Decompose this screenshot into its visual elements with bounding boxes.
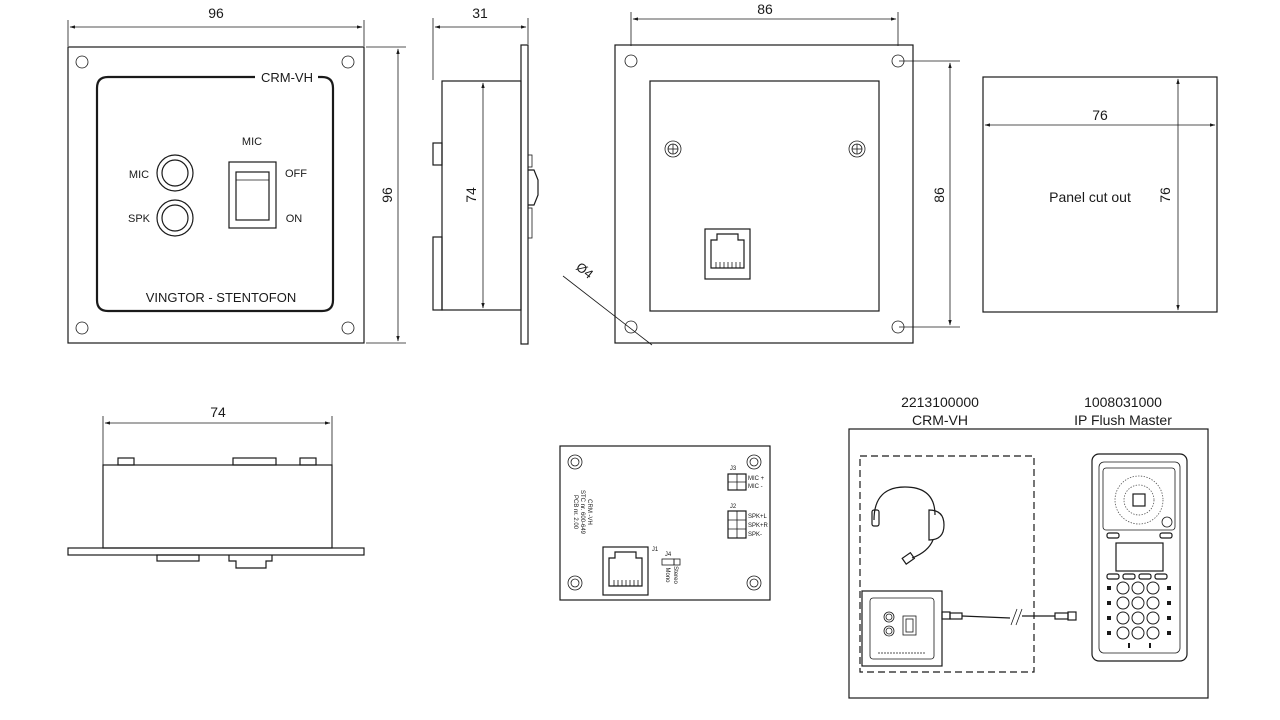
hole-dia-label: Ø4 — [573, 259, 596, 281]
mic-jack — [156, 154, 194, 192]
side-view: 31 74 — [432, 5, 539, 345]
side-body-dim: 74 — [463, 187, 479, 203]
j3-label: J3 — [730, 466, 737, 472]
front-model-label: CRM-VH — [261, 70, 313, 85]
pcb-rj-connector-icon — [602, 546, 649, 596]
switch-off-label: OFF — [285, 168, 307, 180]
side-body — [441, 80, 522, 311]
mic-switch — [228, 161, 277, 229]
j2-pin: SPK+R — [748, 523, 769, 529]
front-inner-panel — [95, 75, 335, 313]
side-switch-rocker — [528, 169, 539, 206]
mounting-hole — [624, 320, 638, 334]
panel-cutout: 76 76 Panel cut out — [982, 76, 1218, 313]
screw-icon — [664, 140, 682, 158]
pcb-board-text: PCB nr. 2.00 — [572, 495, 578, 530]
front-width-dim: 96 — [208, 5, 224, 21]
standoff-icon — [567, 575, 583, 591]
cutout-width-dim: 76 — [1092, 107, 1108, 123]
rear-cover — [649, 80, 880, 312]
headset-icon — [871, 486, 945, 565]
standoff-icon — [746, 454, 762, 470]
bottom-width-dim: 74 — [210, 404, 226, 420]
standoff-icon — [746, 575, 762, 591]
j3-pin: MIC + — [748, 476, 765, 482]
cutout-rect — [982, 76, 1218, 313]
screw-icon — [848, 140, 866, 158]
mounting-hole — [341, 55, 355, 69]
pcb-board-text: STC nr. 600-649 — [579, 490, 585, 535]
pcb-outline — [559, 445, 771, 601]
standoff-icon — [567, 454, 583, 470]
ip-flush-master-icon — [1091, 453, 1188, 662]
mounting-hole — [341, 321, 355, 335]
side-depth-dim: 31 — [472, 5, 488, 21]
j1-label: J1 — [652, 547, 659, 553]
j4-jumper — [661, 558, 675, 566]
j4-option: Stereo — [672, 566, 678, 584]
pcb-board-text: CRM -VH — [586, 499, 592, 525]
rear-width-dim: 86 — [757, 1, 773, 17]
crm-name: CRM-VH — [912, 412, 968, 428]
j2-pin: SPK- — [748, 532, 762, 538]
j3-pin: MIC - — [748, 484, 763, 490]
master-name: IP Flush Master — [1074, 412, 1172, 428]
hole-dia-leader — [562, 275, 653, 346]
j2-label: J2 — [730, 504, 737, 510]
crm-part-number: 2213100000 — [901, 394, 979, 410]
bottom-view: 74 — [67, 404, 365, 569]
mounting-hole — [75, 321, 89, 335]
switch-on-label: ON — [286, 213, 303, 225]
spk-jack — [156, 199, 194, 237]
bottom-plate — [67, 547, 365, 556]
spk-jack-label: SPK — [128, 213, 151, 225]
front-view: 96 96 CRM-VH MIC MIC SPK OFF ON VINGTOR … — [67, 5, 406, 344]
network-cable-icon — [941, 608, 1077, 626]
front-mic-header: MIC — [242, 136, 262, 148]
j4-option: Mono — [664, 567, 670, 583]
bottom-body — [102, 464, 333, 549]
rear-plate — [614, 44, 914, 344]
j2-pin: SPK+L — [748, 514, 768, 520]
rj-connector-icon — [704, 228, 751, 280]
rear-view: 86 — [562, 1, 960, 346]
cutout-label: Panel cut out — [1049, 189, 1131, 205]
front-plate — [67, 46, 365, 344]
connection-diagram: 2213100000 CRM-VH 1008031000 IP Flush Ma… — [848, 394, 1209, 699]
mounting-hole — [75, 55, 89, 69]
mic-jack-label: MIC — [129, 169, 149, 181]
j4-label: J4 — [665, 552, 672, 558]
crm-unit-icon — [861, 590, 943, 667]
master-part-number: 1008031000 — [1084, 394, 1162, 410]
crm-dashed-area — [859, 455, 1035, 673]
connection-frame — [848, 428, 1209, 699]
mounting-hole — [624, 54, 638, 68]
side-plate — [520, 44, 529, 345]
front-height-dim: 96 — [379, 187, 395, 203]
pcb-board: CRM -VH STC nr. 600-649 PCB nr. 2.00 J1 … — [559, 445, 771, 601]
front-brand-label: VINGTOR - STENTOFON — [146, 290, 296, 305]
cutout-height-dim: 76 — [1157, 187, 1173, 203]
rear-height-dim: 86 — [931, 187, 947, 203]
